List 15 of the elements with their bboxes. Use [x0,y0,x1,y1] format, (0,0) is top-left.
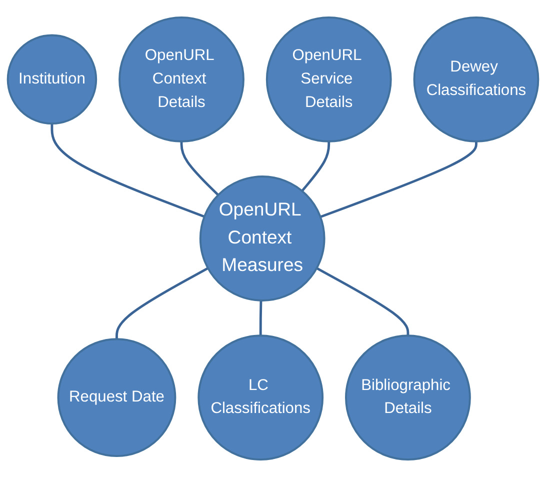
connector [259,300,262,336]
connector [50,124,205,218]
node-circle: Institution [6,34,98,125]
node-circle: Request Date [57,338,176,458]
node-circle: LC Classifications [198,334,324,461]
connector [301,141,330,192]
node-circle: Dewey Classifications [413,16,540,142]
connector [180,141,220,196]
connector [316,267,410,336]
node-circle: OpenURL Context Details [118,16,244,142]
connector [116,267,209,340]
node-circle: OpenURL Service Details [266,16,392,142]
node-circle: Bibliographic Details [345,334,471,461]
node-circle: OpenURL Context Measures [199,176,326,302]
connector [320,141,478,218]
